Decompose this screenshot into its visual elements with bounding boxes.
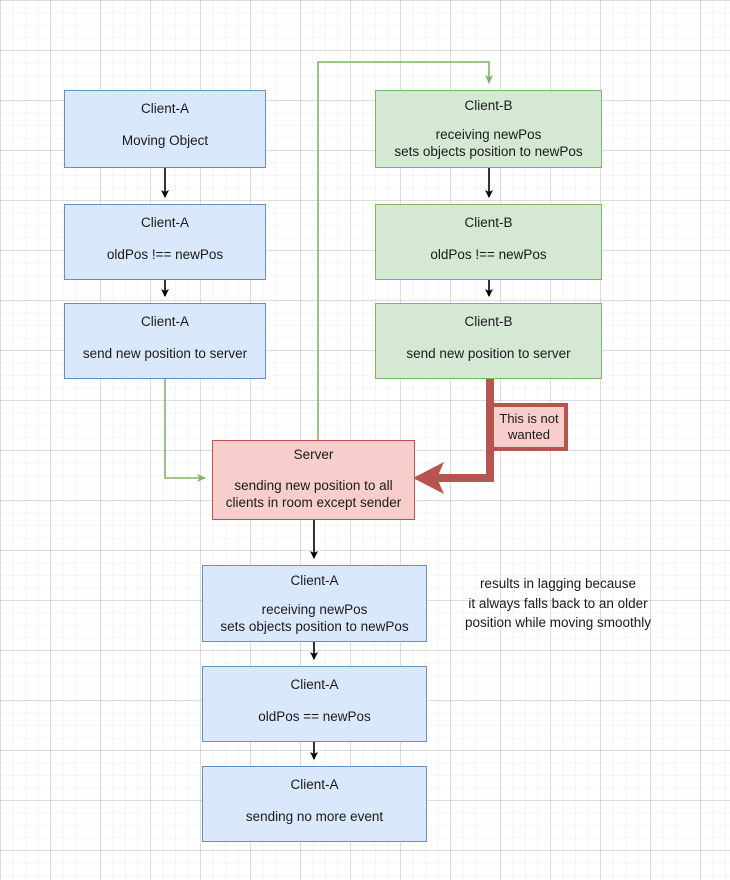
node-body: send new position to server	[82, 345, 248, 361]
edge-b3-to-server-unwanted	[413, 379, 494, 494]
node-title: Client-B	[464, 215, 513, 230]
node-client-b-receiving-newpos[interactable]: Client-B receiving newPos sets objects p…	[375, 90, 602, 168]
node-body: oldPos !== newPos	[430, 246, 547, 262]
node-server[interactable]: Server sending new position to all clien…	[212, 440, 415, 520]
node-client-a-oldpos-not-equal[interactable]: Client-A oldPos !== newPos	[64, 204, 266, 280]
node-client-a-oldpos-equal[interactable]: Client-A oldPos == newPos	[202, 666, 427, 742]
node-body: receiving newPos sets objects position t…	[220, 601, 409, 635]
node-body: sending no more event	[245, 808, 384, 824]
node-client-b-send-position[interactable]: Client-B send new position to server	[375, 303, 602, 379]
node-body: oldPos !== newPos	[106, 246, 224, 262]
node-title: Client-A	[290, 777, 339, 792]
edge-a3-to-server	[164, 379, 206, 482]
node-client-a-no-more-event[interactable]: Client-A sending no more event	[202, 766, 427, 842]
node-client-a-send-position[interactable]: Client-A send new position to server	[64, 303, 266, 379]
node-body: sending new position to all clients in r…	[225, 477, 402, 511]
node-title: Client-A	[140, 101, 189, 116]
node-title: Client-A	[140, 314, 189, 329]
edge-server-to-b1	[317, 61, 493, 440]
node-client-b-oldpos-not-equal[interactable]: Client-B oldPos !== newPos	[375, 204, 602, 280]
node-title: Server	[293, 447, 334, 462]
node-body: oldPos == newPos	[258, 708, 371, 724]
node-client-a-moving-object[interactable]: Client-A Moving Object	[64, 90, 266, 168]
node-title: Client-B	[464, 98, 513, 113]
node-body: Moving Object	[121, 132, 209, 148]
node-body: send new position to server	[406, 345, 571, 361]
node-title: Client-A	[140, 215, 189, 230]
note-lagging-explanation: results in lagging because it always fal…	[464, 576, 652, 631]
node-title: Client-B	[464, 314, 513, 329]
node-body: receiving newPos sets objects position t…	[394, 126, 583, 160]
callout-this-is-not-wanted[interactable]: This is not wanted	[490, 403, 568, 451]
node-title: Client-A	[290, 677, 339, 692]
node-client-a-receiving-newpos[interactable]: Client-A receiving newPos sets objects p…	[202, 565, 427, 642]
node-title: Client-A	[290, 573, 339, 588]
